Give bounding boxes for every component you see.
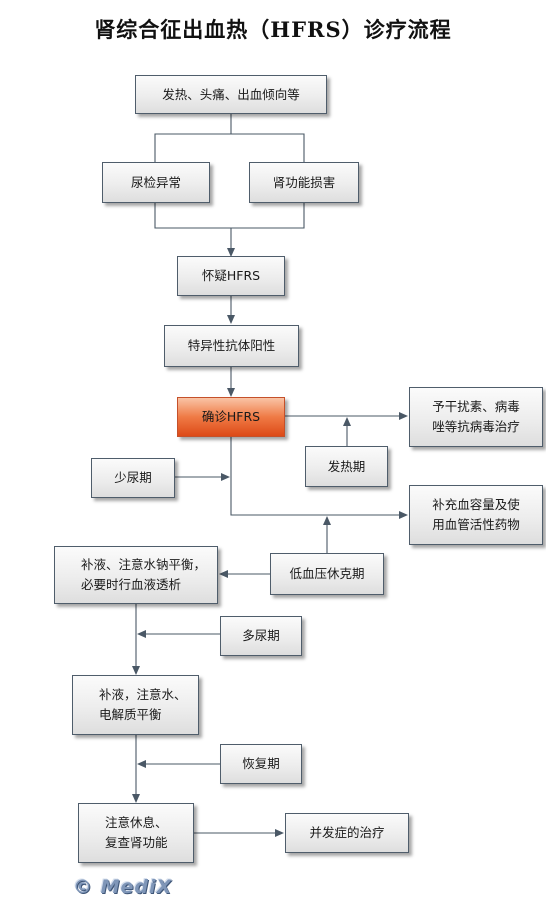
medix-logo: © MediX: [73, 876, 173, 898]
node-suspect-hfrs-label: 怀疑HFRS: [201, 268, 261, 283]
node-shock-phase: 低血压休克期: [270, 553, 384, 595]
node-antibody-positive: 特异性抗体阳性: [164, 325, 299, 367]
edge-merge-suspect: [154, 203, 305, 256]
node-rest-renal-check-label: 注意休息、 复查肾功能: [105, 815, 168, 850]
node-renal-damage-label: 肾功能损害: [272, 174, 336, 190]
node-polyuric-phase-label: 多尿期: [242, 628, 280, 643]
node-volume-vasoactive-label: 补充血容量及使 用血管活性药物: [432, 497, 520, 532]
node-antibody-positive-label: 特异性抗体阳性: [187, 338, 276, 353]
node-shock-phase-label: 低血压休克期: [289, 566, 365, 581]
node-fluid-dialysis: 补液、注意水钠平衡， 必要时行血液透析: [54, 546, 218, 604]
node-renal-damage: 肾功能损害: [249, 162, 359, 203]
node-fever-headache-label: 发热、头痛、出血倾向等: [162, 86, 300, 102]
node-recovery-phase-label: 恢复期: [242, 756, 280, 771]
edge-top-split: [154, 114, 305, 162]
node-confirm-hfrs: 确诊HFRS: [177, 397, 285, 437]
node-antiviral-treatment: 予干扰素、病毒 唑等抗病毒治疗: [409, 387, 543, 447]
node-polyuric-phase: 多尿期: [220, 616, 302, 656]
node-fluid-electrolyte-label: 补液，注意水、 电解质平衡: [99, 687, 187, 722]
node-oliguric-phase-label: 少尿期: [114, 470, 152, 485]
node-complication-treatment: 并发症的治疗: [285, 813, 409, 853]
node-recovery-phase: 恢复期: [220, 744, 302, 784]
node-febrile-phase-label: 发热期: [327, 458, 366, 474]
page-title: 肾综合征出血热（HFRS）诊疗流程: [94, 17, 452, 42]
node-febrile-phase: 发热期: [305, 446, 388, 487]
node-urine-abnormal: 尿检异常: [102, 162, 210, 203]
node-antiviral-treatment-label: 予干扰素、病毒 唑等抗病毒治疗: [432, 399, 520, 434]
node-fever-headache: 发热、头痛、出血倾向等: [135, 75, 327, 114]
node-suspect-hfrs: 怀疑HFRS: [177, 256, 285, 296]
node-volume-vasoactive: 补充血容量及使 用血管活性药物: [409, 485, 543, 545]
edge-confirm-volume: [230, 437, 408, 519]
node-rest-renal-check: 注意休息、 复查肾功能: [78, 803, 194, 863]
node-complication-treatment-label: 并发症的治疗: [309, 825, 385, 840]
node-oliguric-phase: 少尿期: [91, 458, 175, 498]
node-fluid-dialysis-label: 补液、注意水钠平衡， 必要时行血液透析: [81, 557, 207, 592]
node-confirm-hfrs-label: 确诊HFRS: [201, 409, 261, 424]
node-fluid-electrolyte: 补液，注意水、 电解质平衡: [72, 675, 199, 735]
node-urine-abnormal-label: 尿检异常: [130, 174, 181, 190]
